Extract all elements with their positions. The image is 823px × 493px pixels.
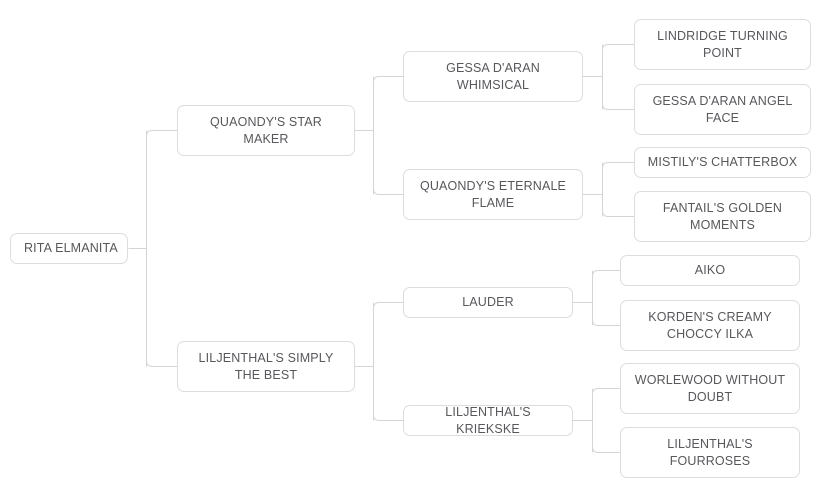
connector-gen1-upper-elbow [146, 130, 177, 137]
node-gen2-2[interactable]: LAUDER [403, 287, 573, 318]
node-label: KORDEN'S CREAMY CHOCCY ILKA [648, 309, 772, 341]
node-gen1-0[interactable]: QUAONDY'S STAR MAKER [177, 105, 355, 156]
node-root[interactable]: RITA ELMANITA [10, 233, 128, 264]
connector-gen2-n0-elbow [373, 76, 403, 83]
node-label: FANTAIL'S GOLDEN MOMENTS [662, 200, 783, 232]
connector-gen2-n3-elbow [373, 414, 403, 421]
node-label: MISTILY'S CHATTERBOX [647, 155, 798, 169]
connector-gen1-lower-elbow [146, 360, 177, 367]
connector-gen2-n2-elbow [373, 302, 403, 309]
connector-leaf5-elbow [592, 319, 620, 326]
connector-leaf7-elbow [592, 446, 620, 453]
node-label: LAUDER [462, 295, 514, 309]
node-label: LINDRIDGE TURNING POINT [657, 28, 788, 60]
node-label: LILJENTHAL'S FOURROSES [667, 436, 753, 468]
node-label: GESSA D'ARAN ANGEL FACE [652, 93, 793, 125]
node-gen3-4[interactable]: AIKO [620, 255, 800, 286]
node-gen3-3[interactable]: FANTAIL'S GOLDEN MOMENTS [634, 191, 811, 242]
node-gen3-0[interactable]: LINDRIDGE TURNING POINT [634, 19, 811, 70]
node-gen3-7[interactable]: LILJENTHAL'S FOURROSES [620, 427, 800, 478]
connector-leaf6-elbow [592, 388, 620, 395]
node-gen3-6[interactable]: WORLEWOOD WITHOUT DOUBT [620, 363, 800, 414]
node-label: LILJENTHAL'S KRIEKSKE [445, 404, 531, 436]
node-gen2-1[interactable]: QUAONDY'S ETERNALE FLAME [403, 169, 583, 220]
node-gen3-2[interactable]: MISTILY'S CHATTERBOX [634, 147, 811, 178]
connector-gen2-n1-elbow [373, 188, 403, 195]
node-label: RITA ELMANITA [24, 241, 118, 255]
connector-leaf4-elbow [592, 270, 620, 277]
node-gen2-3[interactable]: LILJENTHAL'S KRIEKSKE [403, 405, 573, 436]
connector-leaf2-elbow [602, 162, 634, 169]
node-label: QUAONDY'S ETERNALE FLAME [419, 178, 567, 210]
node-label: QUAONDY'S STAR MAKER [210, 114, 322, 146]
node-gen2-0[interactable]: GESSA D'ARAN WHIMSICAL [403, 51, 583, 102]
connector-leaf0-elbow [602, 44, 634, 51]
node-label: WORLEWOOD WITHOUT DOUBT [634, 372, 786, 404]
node-gen3-5[interactable]: KORDEN'S CREAMY CHOCCY ILKA [620, 300, 800, 351]
node-gen3-1[interactable]: GESSA D'ARAN ANGEL FACE [634, 84, 811, 135]
connector-leaf1-elbow [602, 103, 634, 110]
node-label: LILJENTHAL'S SIMPLY THE BEST [198, 350, 334, 382]
node-label: GESSA D'ARAN WHIMSICAL [446, 60, 540, 92]
node-gen1-1[interactable]: LILJENTHAL'S SIMPLY THE BEST [177, 341, 355, 392]
connector-leaf3-elbow [602, 210, 634, 217]
node-label: AIKO [694, 263, 726, 277]
